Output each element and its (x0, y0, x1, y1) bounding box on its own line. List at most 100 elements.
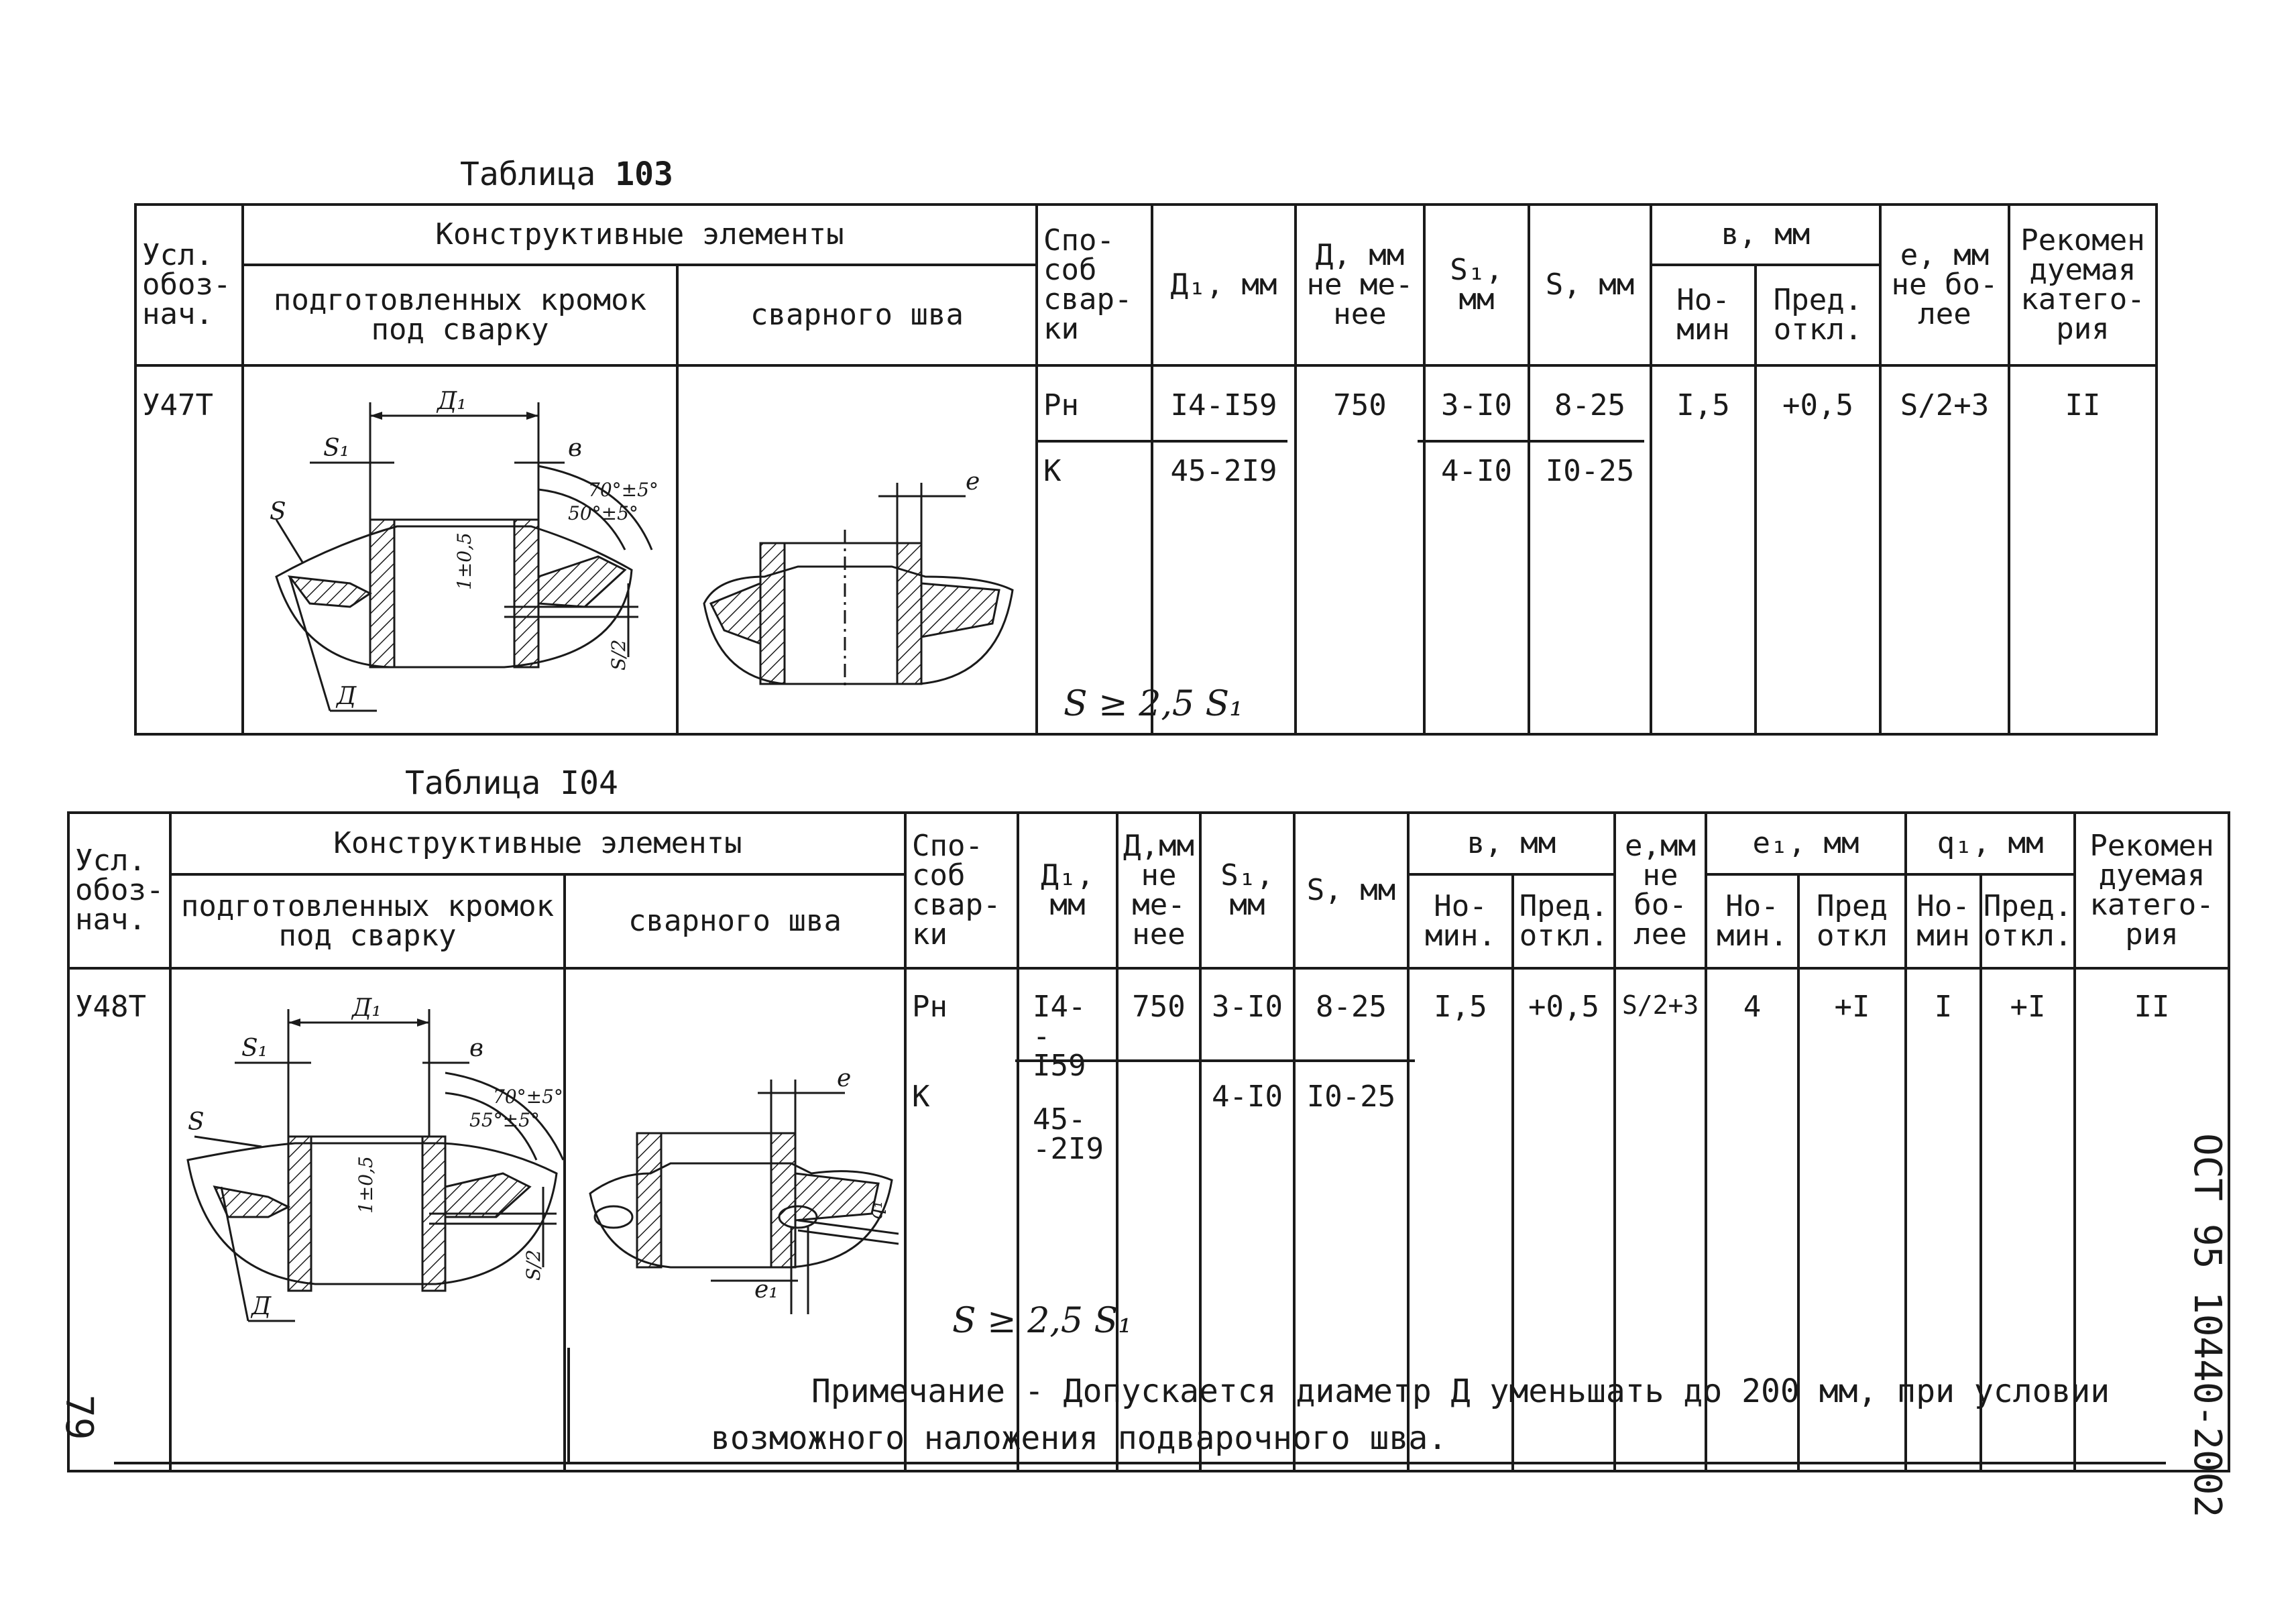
t104-e-max: S/2+3 (1613, 967, 1708, 1472)
document-code: ОСТ 95 10440-2002 (2185, 1133, 2229, 1518)
t104-header-b-nom: Но- мин. (1407, 873, 1514, 970)
t103-header-weld-seam: сварного шва (676, 264, 1038, 367)
t104-sk1-label-d: Д (250, 1293, 272, 1320)
t103-sk1-label-d: Д (335, 683, 357, 710)
table104-caption-number: I04 (560, 764, 618, 802)
t103-sketch-weld-seam (676, 364, 1038, 736)
table104-caption-word: Таблица (405, 764, 541, 802)
t104-condition: S ≥ 2,5 S₁ (952, 1301, 1132, 1341)
t103-condition: S ≥ 2,5 S₁ (1064, 684, 1243, 724)
t104-sk2-label-e: е (837, 1065, 851, 1092)
t104-prepared-edges-drawing: Д₁ S₁ в 70°±5° 55°±5° 1±0,5 S/2 S Д (181, 994, 583, 1334)
footnote-line-2: возможного наложения подварочного шва. (711, 1419, 1448, 1457)
t103-sk1-label-angle2: 50°±5° (568, 502, 638, 524)
t104-q1-dev: +I (1979, 967, 2077, 1472)
t103-header-b-nom: Но- мин (1650, 264, 1757, 367)
t104-s-row-divider (1199, 1059, 1415, 1062)
t104-header-q1-nom: Но- мин (1904, 873, 1983, 970)
t103-header-d-min: Д, мм не ме- нее (1294, 203, 1426, 367)
t103-method-k: К (1043, 454, 1061, 488)
table104-caption: Таблица I04 (405, 767, 618, 799)
table103-caption: Таблица 103 (460, 158, 673, 190)
t103-s-row-divider (1418, 440, 1644, 443)
t103-d1: I4-I59 45-2I9 (1151, 364, 1297, 736)
page-number: 79 (57, 1395, 101, 1440)
t103-methods: Рн К (1035, 364, 1153, 736)
t104-header-structural-elements: Конструктивные элементы (169, 811, 907, 876)
t104-s: 8-25 I0-25 (1293, 967, 1410, 1472)
t103-sk1-label-dev: 1±0,5 (453, 532, 475, 590)
t104-header-d-min: Д,мм не ме- нее (1116, 811, 1202, 970)
t104-sk2-label-q1: q₁ (864, 1201, 886, 1220)
t103-d1-value-2: 45-2I9 (1170, 454, 1277, 488)
t104-header-b-dev: Пред. откл. (1511, 873, 1617, 970)
t104-header-q1-dev: Пред. откл. (1979, 873, 2077, 970)
t104-b-nom: I,5 (1407, 967, 1514, 1472)
t104-e1-dev: +I (1797, 967, 1908, 1472)
t103-header-category: Рекомен дуемая катего- рия (2008, 203, 2159, 367)
t104-s-value-1: 8-25 (1316, 990, 1387, 1024)
t104-header-q1: q₁, мм (1904, 811, 2077, 876)
t103-b-nom: I,5 (1650, 364, 1757, 736)
page-bottom-rule (114, 1462, 2166, 1464)
t103-category: II (2008, 364, 2159, 736)
t104-header-e-max: е,мм не бо- лее (1613, 811, 1708, 970)
t104-s-value-2: I0-25 (1306, 1080, 1396, 1114)
t104-b-dev: +0,5 (1511, 967, 1617, 1472)
t103-prepared-edges-drawing: Д₁ S₁ в 70°±5° 50°±5° 1±0,5 S/2 S Д (270, 388, 658, 724)
t103-sk1-label-angle1: 70°±5° (588, 479, 658, 501)
t104-designation: У48Т (67, 967, 172, 1472)
t104-methods: Рн К (904, 967, 1019, 1472)
t103-s1-value-2: 4-I0 (1441, 454, 1512, 488)
t104-header-d1: Д₁, мм (1017, 811, 1118, 970)
t103-sk1-label-half: S/2 (608, 640, 630, 671)
t104-header-weld-seam: сварного шва (563, 873, 907, 970)
t103-s-value-1: 8-25 (1554, 388, 1625, 422)
t103-method-rn: Рн (1043, 388, 1079, 422)
footnote: Примечание - Допускается диаметр Д умень… (711, 1368, 2110, 1462)
t104-d1-value-1: I4- -I59 (1033, 990, 1086, 1083)
t103-designation: У47Т (134, 364, 244, 736)
t103-sk2-label-e: е (966, 468, 980, 496)
t104-sk1-label-angle1: 70°±5° (493, 1086, 563, 1108)
t104-sk1-label-dev: 1±0,5 (355, 1156, 377, 1214)
t104-sk1-label-b: в (469, 1035, 483, 1062)
t104-s1-value-1: 3-I0 (1212, 990, 1283, 1024)
t104-header-e1: е₁, мм (1705, 811, 1908, 876)
t103-s1: 3-I0 4-I0 (1423, 364, 1530, 736)
table-104: Усл. обоз- нач. Конструктивные элементы … (67, 811, 2231, 1472)
t104-s1: 3-I0 4-I0 (1199, 967, 1296, 1472)
t103-s1-value-1: 3-I0 (1441, 388, 1512, 422)
t103-header-prepared-edges: подготовленных кромок под сварку (241, 264, 679, 367)
t103-e-max: S/2+3 (1879, 364, 2011, 736)
t104-d1-value-2: 45- -2I9 (1033, 1102, 1104, 1166)
t104-e1-nom: 4 (1705, 967, 1800, 1472)
t104-sk1-label-half: S/2 (522, 1250, 544, 1281)
t104-header-s: S, мм (1293, 811, 1410, 970)
t104-header-e1-nom: Но- мин. (1705, 873, 1800, 970)
t104-d1: I4- -I59 45- -2I9 (1017, 967, 1118, 1472)
t104-sketch-weld-seam (563, 967, 907, 1472)
t104-method-rn: Рн (912, 990, 948, 1024)
t104-header-category: Рекомен дуемая катего- рия (2073, 811, 2231, 970)
t103-header-d1: Д₁, мм (1151, 203, 1297, 367)
t104-header-welding-method: Спо- соб свар- ки (904, 811, 1019, 970)
t103-header-b-dev: Пред. откл. (1754, 264, 1882, 367)
page-left-border (169, 1348, 172, 1463)
t103-sk1-label-s1: S₁ (323, 434, 349, 462)
t104-header-e1-dev: Пред откл (1797, 873, 1908, 970)
t104-d-min: 750 (1116, 967, 1202, 1472)
table103-caption-number: 103 (615, 156, 673, 193)
t103-header-s: S, мм (1528, 203, 1652, 367)
footnote-line-1: Примечание - Допускается диаметр Д умень… (811, 1373, 2110, 1410)
t104-category: II (2073, 967, 2231, 1472)
t103-sk1-label-b: в (568, 434, 582, 462)
t103-header-welding-method: Спо- соб свар- ки (1035, 203, 1153, 367)
t103-sketch-prepared-edges (241, 364, 679, 736)
table-103: Усл. обоз- нач. Конструктивные элементы … (134, 203, 2159, 736)
t104-weld-seam-drawing: е q₁ е₁ (577, 1065, 912, 1328)
t103-b-dev: +0,5 (1754, 364, 1882, 736)
t103-header-e-max: е, мм не бо- лее (1879, 203, 2011, 367)
t104-header-s1: S₁, мм (1199, 811, 1296, 970)
t104-s1-value-2: 4-I0 (1212, 1080, 1283, 1114)
